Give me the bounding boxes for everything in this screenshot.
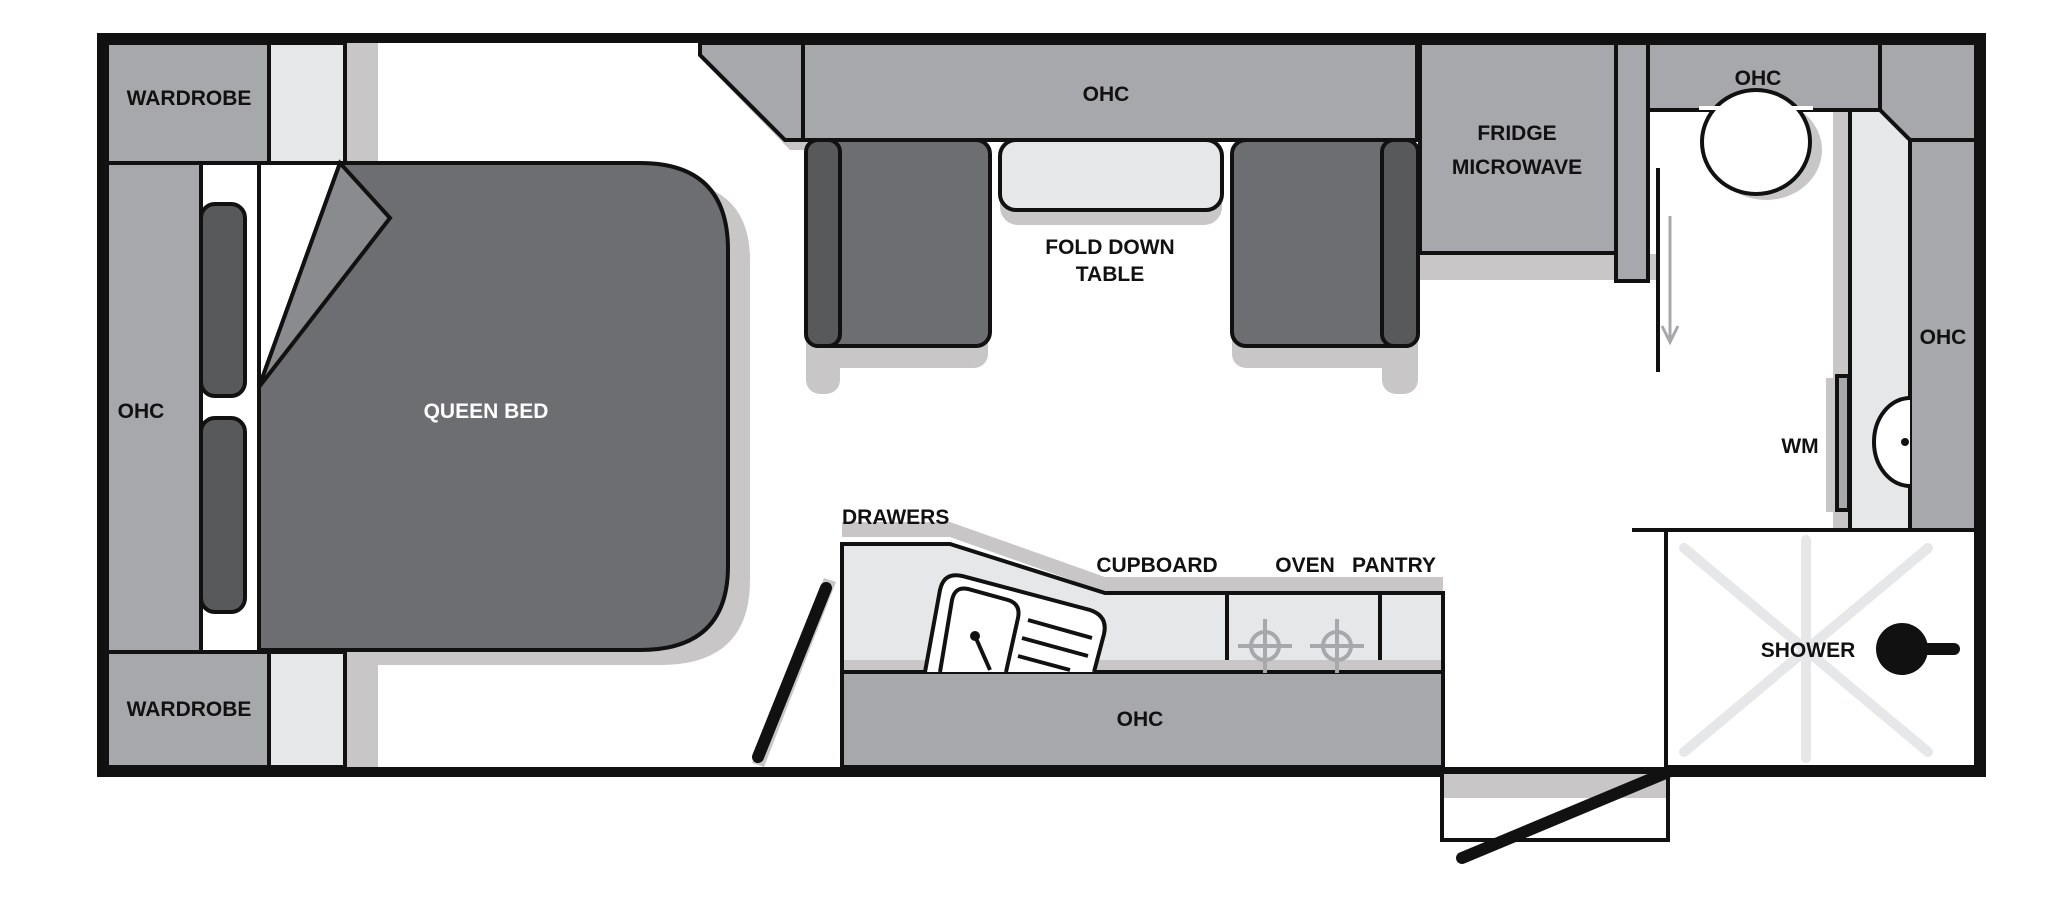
- kitchen-shadow-strip: [844, 660, 1441, 670]
- toilet-bowl: [1700, 88, 1812, 196]
- headboard-pad-bottom: [199, 416, 247, 614]
- basin-drain: [1901, 438, 1909, 446]
- wardrobe-top: [105, 41, 271, 165]
- label-fridge: FRIDGE: [1477, 122, 1556, 145]
- label-microwave: MICROWAVE: [1452, 156, 1582, 179]
- label-ohc-right: OHC: [1920, 326, 1967, 349]
- bed-sheet-fold: [257, 159, 393, 389]
- entry-door-swing: [1456, 766, 1674, 864]
- wardrobe-bottom-strip: [267, 650, 347, 769]
- queen-bed: [257, 161, 730, 652]
- cooktop-burners: [1238, 619, 1364, 673]
- vanity-basin: [1872, 396, 1911, 488]
- bathroom-wall-panel: [1614, 41, 1650, 283]
- dinette-zone: [698, 41, 1420, 348]
- ohc-kitchen-cabinet: [840, 670, 1445, 769]
- fridge-microwave-unit: [1418, 41, 1618, 255]
- ohc-right-cabinet: [1908, 138, 1978, 532]
- room-labels: WARDROBE WARDROBE OHC QUEEN BED OHC FOLD…: [118, 67, 1967, 731]
- ohc-top-center-cabinet: [801, 41, 1419, 142]
- label-drawers: DRAWERS: [842, 506, 949, 529]
- label-fold-down-table-line2: TABLE: [1076, 263, 1144, 286]
- label-ohc-top-center: OHC: [1083, 83, 1130, 106]
- toilet-cover-mask: [1699, 106, 1813, 110]
- outer-wall: [97, 33, 1986, 777]
- kitchen-zone: [840, 542, 1445, 769]
- shower-head-icon: [1876, 623, 1960, 675]
- shower-tray-pattern: [1679, 535, 1933, 763]
- label-cupboard: CUPBOARD: [1096, 554, 1217, 577]
- headboard-pad-top: [199, 202, 247, 398]
- right-dinette-backrest: [1380, 138, 1420, 348]
- label-wardrobe-top: WARDROBE: [127, 87, 252, 110]
- wardrobe-bottom: [105, 650, 271, 769]
- label-ohc-left: OHC: [118, 400, 165, 423]
- shadow-wardrobe-bottom-strip: [346, 652, 378, 768]
- label-pantry: PANTRY: [1352, 554, 1436, 577]
- side-door-swing: [752, 582, 832, 763]
- left-dinette-backrest: [804, 138, 842, 348]
- washing-machine: [1835, 374, 1851, 512]
- label-queen-bed: QUEEN BED: [424, 400, 549, 423]
- label-wm: WM: [1781, 435, 1818, 458]
- shadow-right-seat-leg: [1382, 340, 1418, 394]
- burner-icon: [1238, 619, 1292, 673]
- ohc-left-cabinet: [105, 161, 203, 654]
- label-fold-down-table-line1: FOLD DOWN: [1045, 236, 1174, 259]
- label-ohc-top-right: OHC: [1735, 67, 1782, 90]
- sink-icon: [923, 573, 1107, 673]
- shadow-left-seat-leg: [806, 340, 840, 394]
- label-shower: SHOWER: [1761, 639, 1856, 662]
- door-slide-arrow-icon: [1660, 216, 1680, 346]
- wardrobe-top-strip: [267, 41, 347, 165]
- label-wardrobe-bottom: WARDROBE: [127, 698, 252, 721]
- bedroom-zone: [105, 41, 730, 769]
- shadow-wardrobe-top-strip: [346, 42, 378, 164]
- ohc-top-left-angle: [698, 41, 805, 142]
- fold-down-table: [998, 138, 1224, 212]
- label-oven: OVEN: [1275, 554, 1335, 577]
- label-ohc-kitchen: OHC: [1117, 708, 1164, 731]
- shadow-kitchen-bench: [842, 522, 1443, 592]
- burner-icon: [1310, 619, 1364, 673]
